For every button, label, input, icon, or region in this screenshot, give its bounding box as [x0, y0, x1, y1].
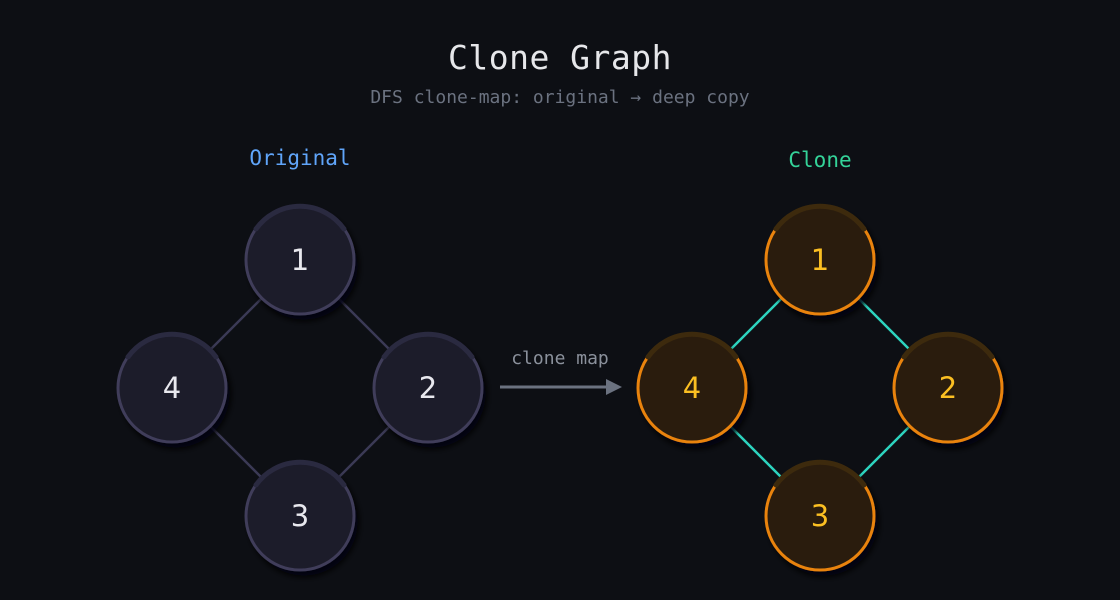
- original-panel-label: Original: [249, 146, 350, 170]
- node-label: 4: [163, 371, 181, 405]
- node-label: 2: [419, 371, 437, 405]
- clone-node-2[interactable]: 2: [892, 331, 1004, 444]
- clone-panel-label: Clone: [788, 148, 851, 172]
- node-label: 2: [939, 371, 957, 405]
- original-node-2[interactable]: 2: [372, 331, 484, 444]
- node-label: 3: [811, 499, 829, 533]
- clone-map-arrow-icon: [500, 379, 622, 395]
- clone-map-label: clone map: [511, 348, 609, 369]
- node-label: 4: [683, 371, 701, 405]
- page-title: Clone Graph: [447, 38, 673, 77]
- page-subtitle: DFS clone-map: original → deep copy: [370, 87, 750, 108]
- original-node-4[interactable]: 4: [116, 331, 228, 444]
- node-label: 3: [291, 499, 309, 533]
- node-label: 1: [291, 243, 309, 277]
- clone-node-3[interactable]: 3: [764, 459, 876, 572]
- clone-node-4[interactable]: 4: [636, 331, 748, 444]
- original-node-3[interactable]: 3: [244, 459, 356, 572]
- original-node-1[interactable]: 1: [244, 203, 356, 316]
- node-label: 1: [811, 243, 829, 277]
- clone-node-1[interactable]: 1: [764, 203, 876, 316]
